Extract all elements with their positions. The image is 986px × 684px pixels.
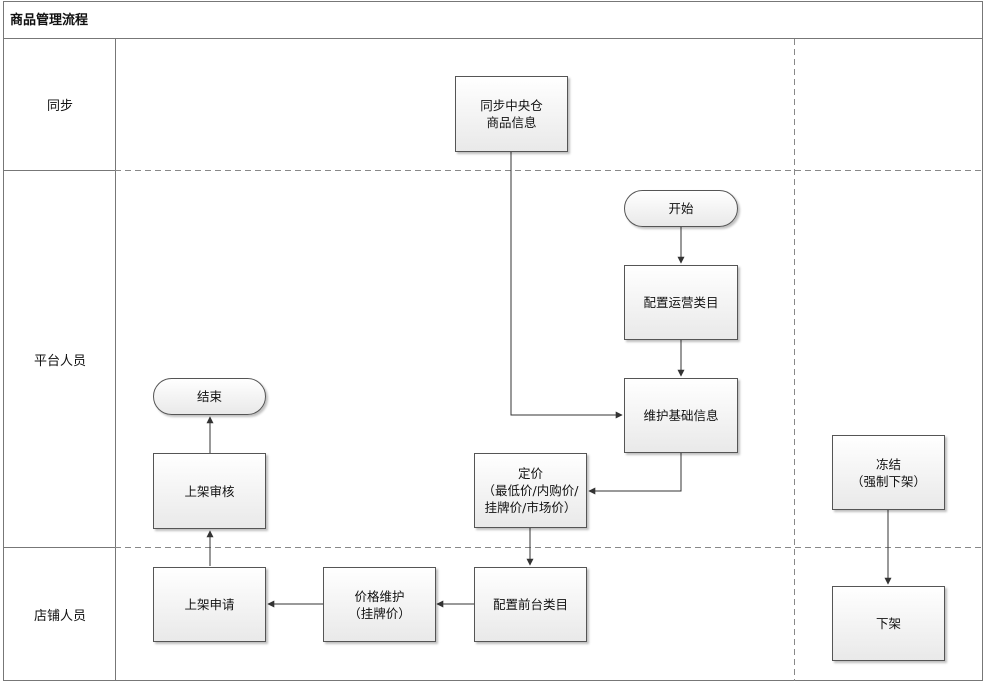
node-listing-review[interactable]: 上架审核	[153, 453, 266, 529]
node-config-front-category[interactable]: 配置前台类目	[474, 567, 587, 642]
diagram-title: 商品管理流程	[10, 13, 89, 28]
node-delist[interactable]: 下架	[832, 586, 945, 661]
arrow-maintain-to-pricing	[588, 453, 682, 495]
node-price-maintenance[interactable]: 价格维护 （挂牌价）	[323, 567, 436, 642]
node-listing-apply[interactable]: 上架申请	[153, 567, 266, 642]
node-sync-central[interactable]: 同步中央仓 商品信息	[455, 76, 568, 152]
outer-frame	[3, 1, 983, 681]
lane-label-platform: 平台人员	[33, 353, 86, 369]
node-maintain-basic-info[interactable]: 维护基础信息	[624, 378, 738, 453]
arrow-sync-to-maintain	[510, 152, 623, 419]
node-start[interactable]: 开始	[624, 190, 738, 227]
lane-label-store: 店铺人员	[33, 608, 86, 624]
lane-label-sync: 同步	[46, 99, 73, 114]
node-config-ops-category[interactable]: 配置运营类目	[624, 265, 738, 340]
node-freeze[interactable]: 冻结 （强制下架）	[832, 435, 945, 510]
node-pricing[interactable]: 定价 （最低价/内购价/ 挂牌价/市场价）	[474, 453, 587, 528]
node-end[interactable]: 结束	[153, 378, 266, 415]
